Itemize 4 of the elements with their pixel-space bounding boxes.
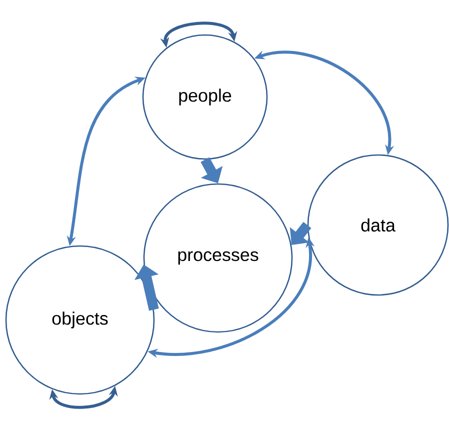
circle-node: processes (143, 183, 293, 333)
circle-node: objects (5, 245, 155, 395)
circle-node: people (142, 34, 268, 160)
circle-node: data (307, 154, 449, 296)
